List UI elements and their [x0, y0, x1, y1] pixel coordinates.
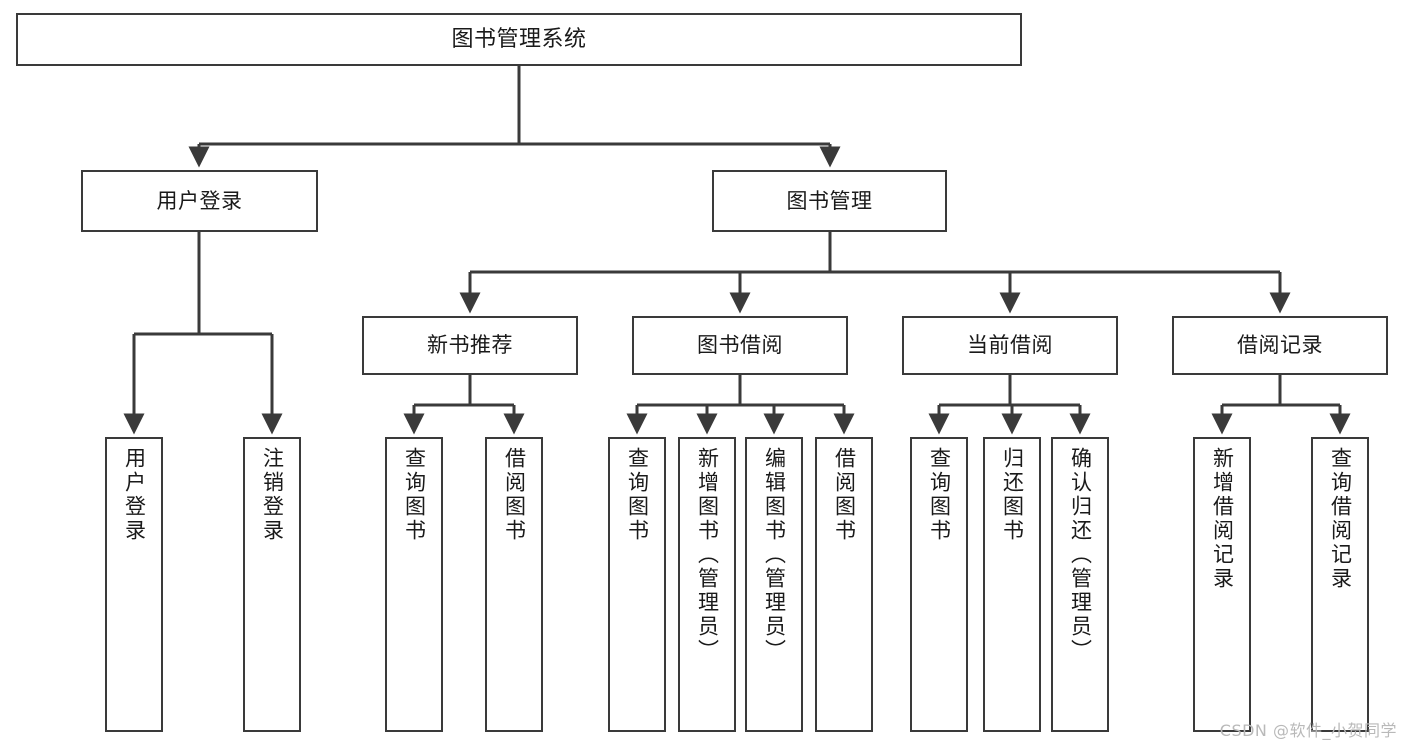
node-leaf-edit-book-label: 编辑图书（管理员） — [762, 447, 787, 663]
node-leaf-query-book-3[interactable]: 查询图书 — [910, 437, 968, 732]
node-leaf-add-book-label: 新增图书（管理员） — [695, 447, 720, 663]
node-leaf-confirm-return[interactable]: 确认归还（管理员） — [1051, 437, 1109, 732]
node-leaf-edit-book[interactable]: 编辑图书（管理员） — [745, 437, 803, 732]
node-user-login-label: 用户登录 — [156, 188, 243, 213]
node-leaf-query-book-1-label: 查询图书 — [402, 447, 427, 543]
node-leaf-add-record[interactable]: 新增借阅记录 — [1193, 437, 1251, 732]
node-root-system[interactable]: 图书管理系统 — [16, 13, 1022, 66]
node-leaf-query-record[interactable]: 查询借阅记录 — [1311, 437, 1369, 732]
node-leaf-borrow-book-1-label: 借阅图书 — [502, 447, 527, 543]
node-current-borrow-label: 当前借阅 — [967, 333, 1053, 358]
node-root-system-label: 图书管理系统 — [451, 26, 587, 52]
node-leaf-add-record-label: 新增借阅记录 — [1210, 447, 1235, 591]
node-leaf-user-logout[interactable]: 注销登录 — [243, 437, 301, 732]
node-user-login[interactable]: 用户登录 — [81, 170, 318, 232]
node-leaf-query-record-label: 查询借阅记录 — [1328, 447, 1353, 591]
node-leaf-query-book-2[interactable]: 查询图书 — [608, 437, 666, 732]
node-new-book-recommend-label: 新书推荐 — [427, 333, 513, 358]
node-leaf-user-logout-label: 注销登录 — [260, 447, 285, 543]
node-leaf-query-book-1[interactable]: 查询图书 — [385, 437, 443, 732]
node-leaf-add-book[interactable]: 新增图书（管理员） — [678, 437, 736, 732]
node-borrow-record-label: 借阅记录 — [1237, 333, 1323, 358]
node-leaf-return-book-label: 归还图书 — [1000, 447, 1025, 543]
node-leaf-query-book-2-label: 查询图书 — [625, 447, 650, 543]
node-leaf-user-login[interactable]: 用户登录 — [105, 437, 163, 732]
node-leaf-borrow-book-2[interactable]: 借阅图书 — [815, 437, 873, 732]
node-current-borrow[interactable]: 当前借阅 — [902, 316, 1118, 375]
node-book-manage[interactable]: 图书管理 — [712, 170, 947, 232]
node-book-borrow-label: 图书借阅 — [697, 333, 783, 358]
node-leaf-query-book-3-label: 查询图书 — [927, 447, 952, 543]
node-book-borrow[interactable]: 图书借阅 — [632, 316, 848, 375]
node-new-book-recommend[interactable]: 新书推荐 — [362, 316, 578, 375]
csdn-watermark: CSDN @软件_小贺同学 — [1219, 721, 1397, 740]
node-leaf-user-login-label: 用户登录 — [122, 447, 147, 543]
node-leaf-borrow-book-2-label: 借阅图书 — [832, 447, 857, 543]
node-leaf-confirm-return-label: 确认归还（管理员） — [1068, 447, 1093, 663]
node-leaf-return-book[interactable]: 归还图书 — [983, 437, 1041, 732]
node-book-manage-label: 图书管理 — [786, 188, 873, 213]
node-borrow-record[interactable]: 借阅记录 — [1172, 316, 1388, 375]
node-leaf-borrow-book-1[interactable]: 借阅图书 — [485, 437, 543, 732]
